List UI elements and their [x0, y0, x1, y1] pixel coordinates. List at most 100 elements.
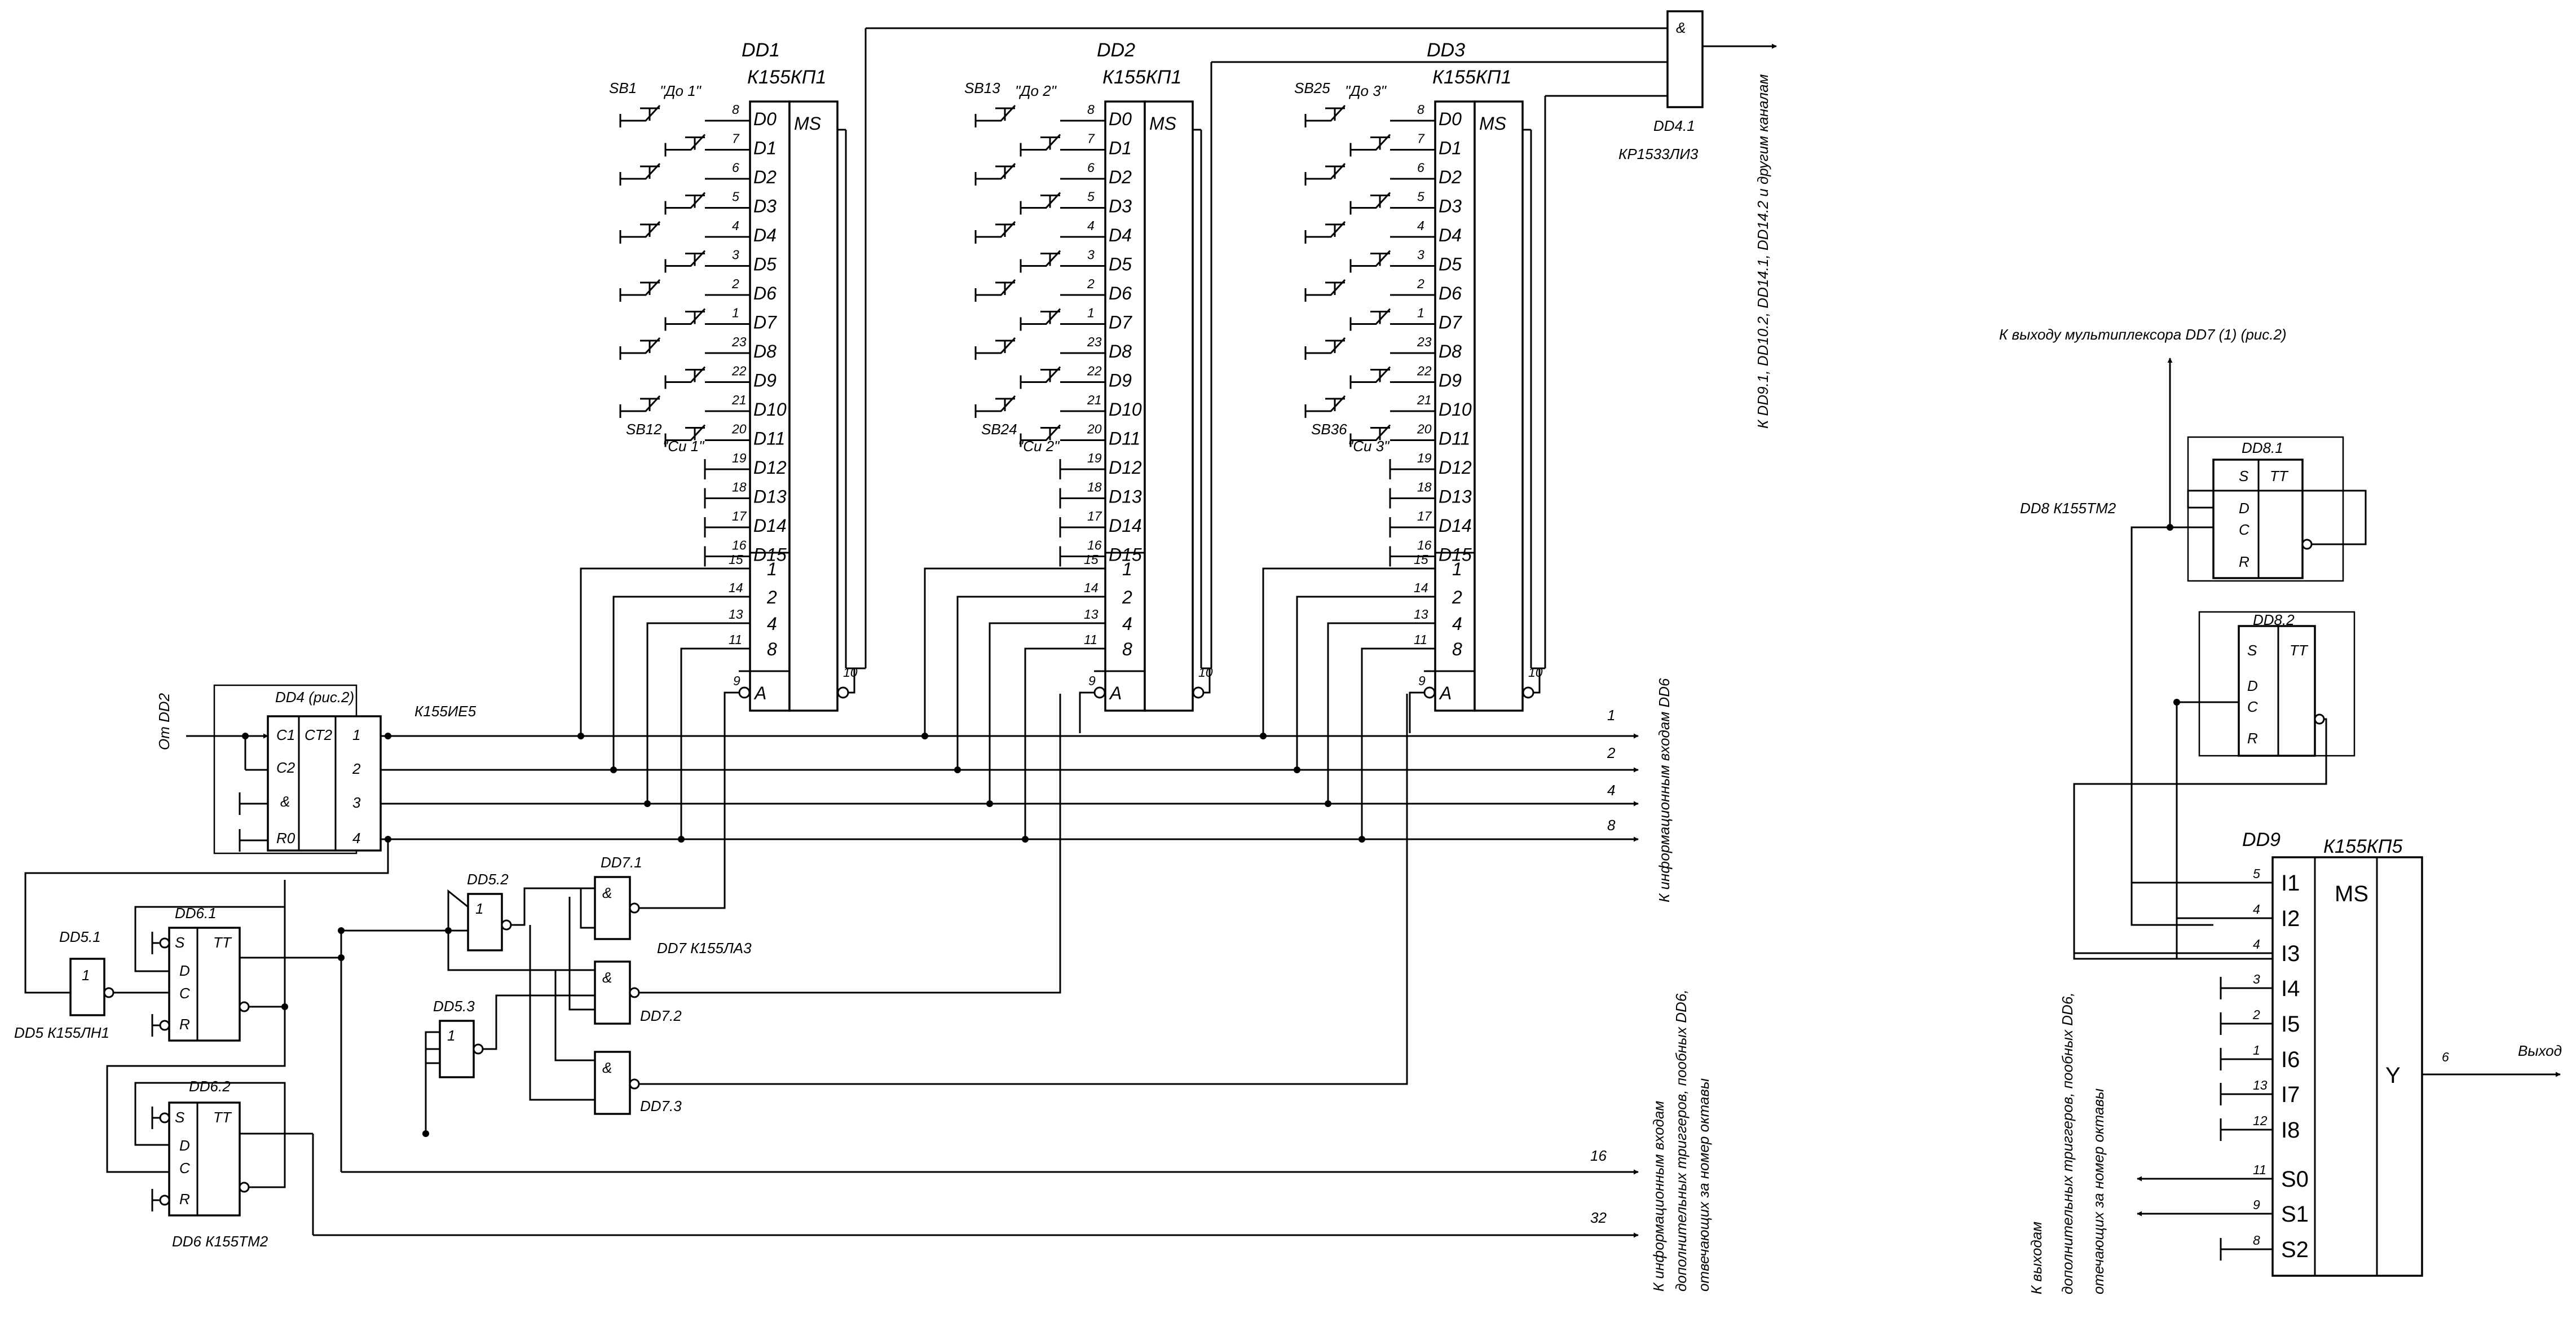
mux-data-pin: 23 [731, 334, 747, 349]
mux-data-label: D6 [753, 283, 777, 303]
mux-data-label: D0 [1109, 109, 1132, 129]
mux-data-label: D6 [1109, 283, 1132, 303]
dd6-1-d: D [179, 962, 190, 979]
dd9-input-label: S0 [2281, 1167, 2309, 1192]
dd9-input-label: I4 [2281, 976, 2300, 1001]
dd6-2-tt: TT [213, 1109, 232, 1126]
mux-data-label: D12 [1109, 457, 1142, 478]
mux-type: К155КП1 [1432, 67, 1511, 88]
mux-data-label: D1 [1439, 138, 1462, 158]
extra-note-line3: отвечающих за номер октавы [1695, 1078, 1712, 1292]
mux-data-pin: 18 [1087, 480, 1102, 495]
mux-data-pin: 5 [732, 190, 739, 204]
dd9-pin-num: 3 [2253, 972, 2260, 986]
mux-sb-top: SB13 [964, 80, 1000, 96]
dd9-pin-num: 4 [2253, 937, 2260, 951]
dd7-1-symbol: & [602, 884, 612, 901]
mux-data-label: D5 [1439, 254, 1462, 275]
mux-sb-bot: SB24 [981, 421, 1017, 438]
mux-data-label: D8 [1439, 341, 1462, 362]
dd8-2-label: DD8.2 [2253, 611, 2295, 628]
dd8-2-c: C [2247, 698, 2258, 715]
mux-do: "До 2" [1015, 82, 1057, 99]
mux-data-label: D11 [1109, 429, 1140, 449]
dd6-1-c: C [179, 985, 190, 1002]
mux-data-label: D1 [753, 138, 777, 158]
mux-data-pin: 16 [732, 538, 747, 553]
dd9-pin-num: 11 [2253, 1162, 2266, 1177]
mux-sb-top: SB25 [1294, 80, 1330, 96]
mux-addr-pin: 14 [1084, 580, 1099, 595]
mux-data-pin: 23 [1087, 334, 1102, 349]
mux-data-pin: 3 [1087, 248, 1095, 262]
and-symbol: & [1676, 19, 1686, 36]
dd9-ms: MS [2335, 882, 2368, 906]
mux-dd1: DD1К155КП1MSD08D17D26D35D44D53D62D71D823… [577, 28, 867, 843]
mux-data-pin: 8 [732, 102, 739, 117]
dd6-type: DD6 К155ТМ2 [172, 1233, 268, 1250]
dd9-y: Y [2385, 1063, 2401, 1088]
dd9-y-pin: 6 [2442, 1050, 2449, 1064]
dd6-2-r: R [179, 1191, 190, 1208]
dd6-2-c: C [179, 1160, 190, 1176]
mux-addr-label: 2 [1452, 587, 1462, 607]
mux-data-pin: 21 [1087, 393, 1102, 407]
mux-data-label: D8 [1109, 341, 1132, 362]
dd7-2-label: DD7.2 [640, 1007, 682, 1024]
dd5-2-label: DD5.2 [467, 871, 509, 888]
mux-data-pin: 7 [1417, 131, 1425, 146]
mux-data-pin: 22 [1087, 364, 1102, 378]
mux-addr-pin: 14 [729, 580, 743, 595]
dd9-input-label: I6 [2281, 1047, 2300, 1072]
mux-data-pin: 23 [1417, 334, 1432, 349]
mux-data-pin: 22 [1417, 364, 1432, 378]
mux-data-pin: 21 [1417, 393, 1432, 407]
mux-data-label: D3 [1109, 196, 1132, 217]
mux-sb-bot: SB36 [1311, 421, 1347, 438]
mux-data-pin: 17 [1417, 509, 1432, 523]
mux-data-label: D4 [753, 225, 777, 245]
dd8-1-d: D [2239, 500, 2249, 517]
mux-strobe-label: A [1109, 683, 1122, 703]
mux-addr-pin: 11 [729, 632, 742, 647]
mux-data-pin: 5 [1417, 190, 1424, 204]
mux-name: DD2 [1097, 39, 1135, 61]
mux-strobe-pin: 9 [733, 673, 740, 688]
mux-data-pin: 20 [1087, 422, 1102, 437]
extra-note-line1: К информационным входам [1650, 1101, 1667, 1292]
mux-data-pin: 16 [1087, 538, 1102, 553]
dd8-2-r: R [2247, 730, 2258, 747]
dd5-type: DD5 К155ЛН1 [14, 1024, 109, 1041]
extra-note-line2: дополнительных триггеров, пообных DD6, [1673, 989, 1690, 1292]
mux-data-label: D0 [753, 109, 777, 129]
mux-data-label: D6 [1439, 283, 1462, 303]
mux-data-label: D9 [753, 371, 777, 391]
dd9-input-label: I8 [2281, 1118, 2300, 1143]
dd7-2-symbol: & [602, 969, 612, 986]
mux-data-pin: 2 [731, 276, 739, 291]
mux-data-label: D15 [1109, 545, 1142, 565]
dd9-bottom-note-3: отечающих за номер октавы [2090, 1089, 2107, 1294]
mux-strobe-pin: 9 [1088, 673, 1096, 688]
bus-label-32: 32 [1590, 1209, 1607, 1226]
mux-data-pin: 19 [732, 451, 747, 465]
bus-note: К информационным входам DD6 [1656, 678, 1673, 902]
dd9-pin-num: 5 [2253, 866, 2260, 881]
mux-strobe-label: A [1439, 683, 1452, 703]
mux-data-pin: 8 [1417, 102, 1424, 117]
bus-label-8: 8 [1607, 817, 1616, 834]
mux-data-label: D13 [1439, 487, 1472, 507]
mux-data-label: D7 [1439, 312, 1462, 333]
mux-data-pin: 21 [731, 393, 747, 407]
dd9-bottom-note-2: дополнительных триггеров, пообных DD6, [2059, 992, 2076, 1294]
dd4-1-type: КР1533ЛИ3 [1618, 146, 1699, 162]
mux-data-pin: 20 [731, 422, 747, 437]
dd9-pin-num: 2 [2252, 1007, 2260, 1022]
counter-pin-c2: C2 [276, 759, 295, 776]
dd6-2-d: D [179, 1137, 190, 1154]
multiplexer-group: DD1К155КП1MSD08D17D26D35D44D53D62D71D823… [577, 28, 1546, 843]
mux-data-pin: 1 [732, 306, 739, 320]
counter-out-2: 2 [352, 760, 361, 777]
dd9-input-label: I7 [2281, 1082, 2300, 1107]
